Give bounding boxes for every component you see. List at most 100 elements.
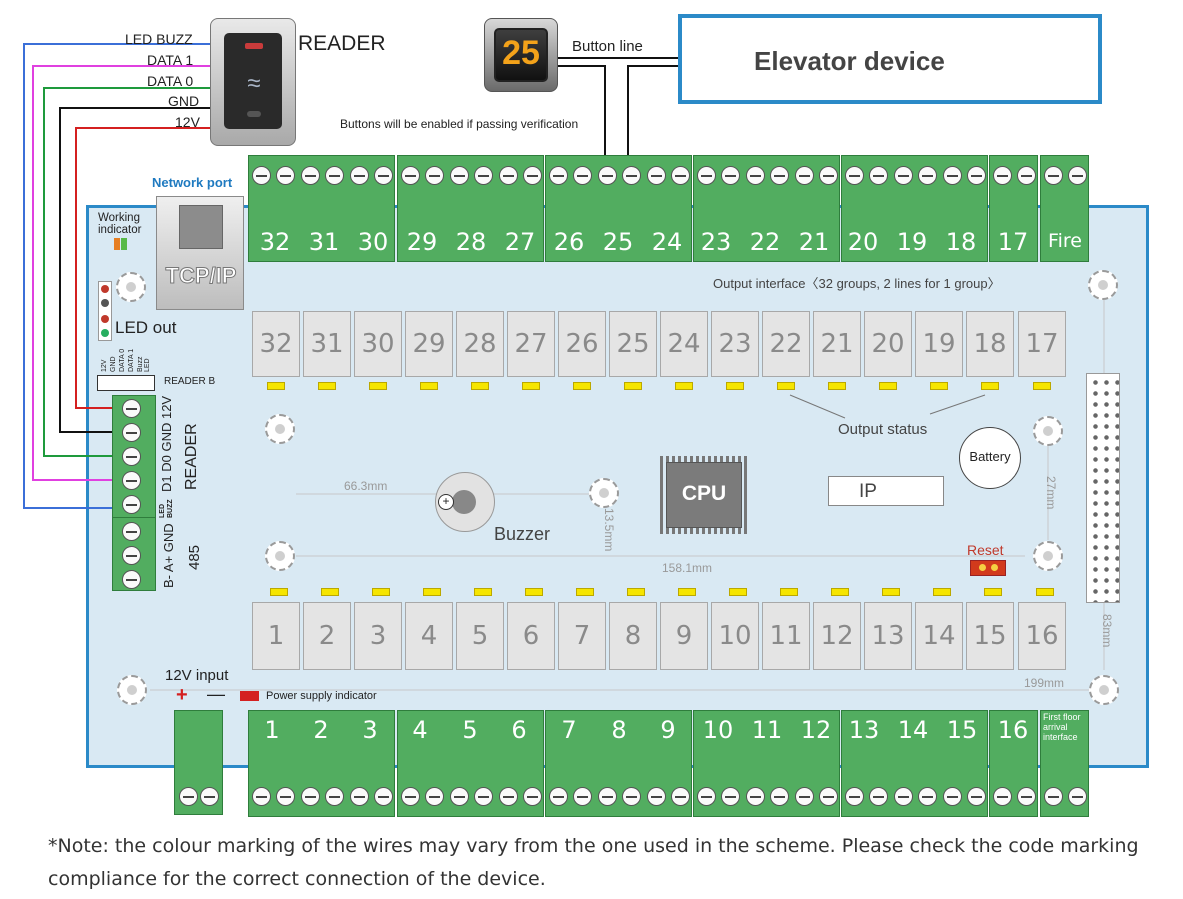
screw[interactable] [967,166,986,185]
screw[interactable] [869,166,889,185]
terminal-number: 10 [702,716,734,744]
screw[interactable] [573,787,593,806]
screw[interactable] [622,787,642,806]
screw[interactable] [993,166,1012,185]
relay: 10 [711,602,759,670]
screw[interactable] [770,166,790,185]
screw[interactable] [122,570,141,589]
screw[interactable] [325,166,345,185]
screw[interactable] [819,787,838,806]
expansion-header[interactable] [1086,373,1120,603]
screw[interactable] [122,546,141,565]
terminal-strip[interactable] [545,710,692,817]
screw[interactable] [179,787,198,806]
battery: Battery [959,427,1021,489]
screw[interactable] [597,787,617,806]
screw[interactable] [646,166,666,185]
screw[interactable] [300,787,320,806]
reset-jumper[interactable] [970,560,1006,576]
screw[interactable] [721,166,741,185]
terminal-strip[interactable] [248,155,395,262]
terminal-strip[interactable] [248,710,395,817]
screw[interactable] [200,787,219,806]
screw[interactable] [794,787,814,806]
screw[interactable] [498,787,518,806]
screw[interactable] [918,787,938,806]
screw[interactable] [276,166,296,185]
screw[interactable] [893,166,913,185]
screw[interactable] [325,787,345,806]
screw[interactable] [474,787,494,806]
screw[interactable] [646,787,666,806]
screw[interactable] [122,471,141,490]
screw[interactable] [1017,787,1037,806]
screw[interactable] [252,166,271,185]
screw[interactable] [1044,787,1063,806]
screw[interactable] [745,787,765,806]
screw[interactable] [401,787,420,806]
terminal-strip[interactable] [841,155,988,262]
screw[interactable] [967,787,986,806]
screw[interactable] [374,787,393,806]
screw[interactable] [349,787,369,806]
rs485-label: 485 [186,544,203,570]
screw[interactable] [401,166,420,185]
screw[interactable] [549,787,568,806]
screw[interactable] [597,166,617,185]
screw[interactable] [1068,787,1088,806]
screw[interactable] [498,166,518,185]
screw[interactable] [374,166,393,185]
output-status-led [576,588,594,596]
screw[interactable] [893,787,913,806]
screw[interactable] [671,787,690,806]
terminal-strip[interactable] [397,155,544,262]
screw[interactable] [425,166,445,185]
screw[interactable] [1017,166,1037,185]
terminal-number: 1 [264,716,280,744]
screw[interactable] [474,166,494,185]
screw[interactable] [770,787,790,806]
screw[interactable] [794,166,814,185]
terminal-strip[interactable] [693,155,840,262]
reader-b-connector[interactable] [97,375,155,391]
screw[interactable] [845,166,864,185]
screw[interactable] [993,787,1012,806]
screw[interactable] [1068,166,1088,185]
network-port[interactable]: TCP/IP [156,196,244,310]
screw[interactable] [745,166,765,185]
screw[interactable] [942,166,962,185]
screw[interactable] [918,166,938,185]
screw[interactable] [622,166,642,185]
screw[interactable] [523,787,542,806]
screw[interactable] [869,787,889,806]
screw[interactable] [449,166,469,185]
screw[interactable] [122,447,141,466]
screw[interactable] [122,495,141,514]
screw[interactable] [819,166,838,185]
output-status-led [675,382,693,390]
terminal-strip[interactable] [397,710,544,817]
screw[interactable] [276,787,296,806]
screw[interactable] [697,166,716,185]
screw[interactable] [845,787,864,806]
screw[interactable] [1044,166,1063,185]
terminal-strip[interactable] [693,710,840,817]
screw[interactable] [122,399,141,418]
screw[interactable] [697,787,716,806]
screw[interactable] [300,166,320,185]
screw[interactable] [425,787,445,806]
screw[interactable] [122,423,141,442]
screw[interactable] [523,166,542,185]
terminal-strip[interactable] [841,710,988,817]
screw[interactable] [671,166,690,185]
screw[interactable] [942,787,962,806]
terminal-number: 23 [700,228,732,256]
screw[interactable] [549,166,568,185]
screw[interactable] [252,787,271,806]
screw[interactable] [122,522,141,541]
screw[interactable] [721,787,741,806]
screw[interactable] [349,166,369,185]
terminal-strip[interactable] [545,155,692,262]
screw[interactable] [573,166,593,185]
screw[interactable] [449,787,469,806]
